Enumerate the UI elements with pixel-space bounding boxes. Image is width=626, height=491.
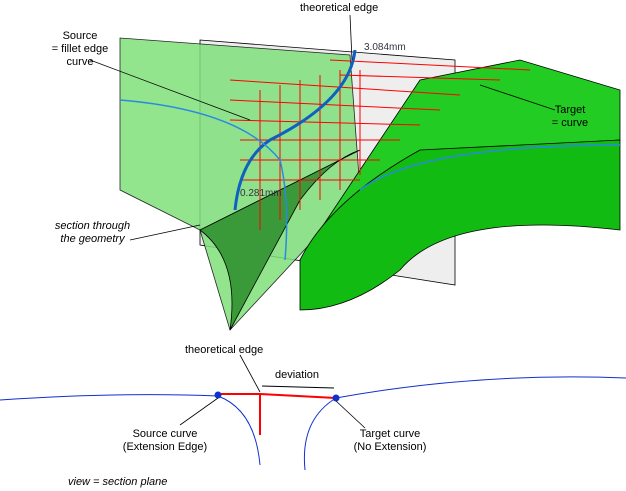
target-curve-3d <box>359 144 621 191</box>
source-curve-1: Source curve <box>132 428 198 440</box>
target-curve-2d <box>303 376 626 471</box>
target-fillet <box>299 139 621 311</box>
target-curve-1: Target curve <box>359 428 421 440</box>
label-target: Target = curve <box>545 104 595 130</box>
label-deviation: deviation <box>275 369 320 381</box>
leader-lines <box>89 14 556 393</box>
label-source: Source = fillet edge curve <box>40 30 120 69</box>
section-1: section through <box>54 220 131 232</box>
label-view: view = section plane <box>68 476 168 488</box>
target-point <box>332 394 340 402</box>
section-curve <box>119 99 288 261</box>
target-curve-leader <box>335 400 366 429</box>
source-sub2: curve <box>66 56 94 68</box>
source-curve-2d <box>0 394 261 466</box>
target-curve-2: (No Extension) <box>353 441 427 453</box>
deviation-arrow <box>261 385 335 389</box>
source-curve-3d <box>233 49 357 211</box>
source-title: Source <box>62 30 98 42</box>
source-fillet <box>199 149 361 331</box>
label-source-curve: Source curve (Extension Edge) <box>110 428 220 454</box>
dimension-mid: 0.281mm <box>240 188 282 199</box>
label-section: section through the geometry <box>45 220 140 246</box>
label-theoretical-edge-bottom: theoretical edge <box>185 344 264 356</box>
source-sub: = fillet edge <box>51 43 109 55</box>
target-title: Target <box>554 104 586 116</box>
section-2: the geometry <box>60 233 125 245</box>
dimension-top: 3.084mm <box>364 42 406 53</box>
deviation-lines <box>229 59 531 230</box>
target-sub: = curve <box>551 117 589 129</box>
label-target-curve: Target curve (No Extension) <box>340 428 440 454</box>
source-curve-leader <box>179 397 219 426</box>
source-curve-2: (Extension Edge) <box>122 441 208 453</box>
source-point <box>214 391 222 399</box>
label-theoretical-edge-top: theoretical edge <box>300 2 379 14</box>
theoretical-edge-lines <box>218 393 337 399</box>
